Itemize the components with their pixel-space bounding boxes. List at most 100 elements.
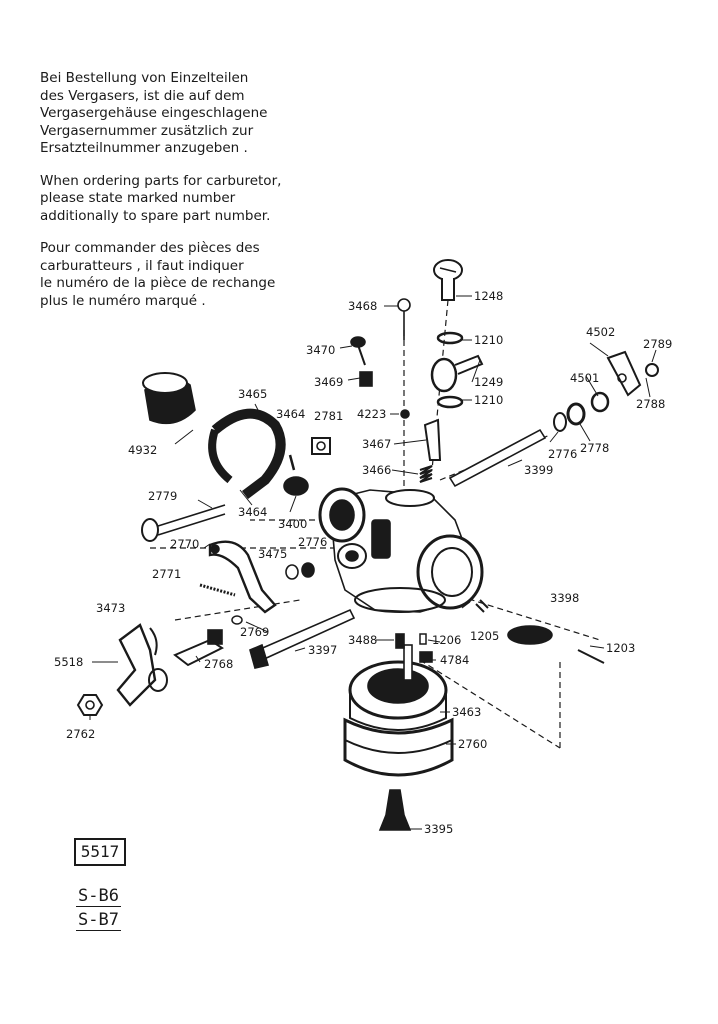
- part-labels: 1248 3468 1210 3470 4502 2789 1249 3469 …: [54, 289, 672, 836]
- label-3395: 3395: [424, 822, 453, 836]
- note-line: le numéro de la pièce de rechange: [40, 275, 276, 291]
- nut-2789: [645, 363, 659, 377]
- label-2776: 2776: [298, 535, 327, 549]
- label-3470: 3470: [306, 343, 335, 357]
- lever-4502: [606, 350, 642, 397]
- label-2781: 2781: [314, 409, 343, 423]
- label-3466: 3466: [362, 463, 391, 477]
- shaft-3397: [249, 608, 356, 669]
- washer-2776: [553, 412, 567, 432]
- label-3475: 3475: [258, 547, 287, 561]
- note-line: Vergasernummer zusätzlich zur: [40, 122, 254, 139]
- label-2789: 2789: [643, 337, 672, 351]
- label-1206: 1206: [432, 633, 461, 647]
- label-1205: 1205: [470, 629, 499, 643]
- reference-s-b7: S-B7: [76, 910, 121, 931]
- label-1210: 1210: [474, 333, 503, 347]
- carburetor-body: [318, 487, 484, 613]
- label-3468: 3468: [348, 299, 377, 313]
- label-2788: 2788: [636, 397, 665, 411]
- label-3399: 3399: [524, 463, 553, 477]
- jet-1206: [419, 633, 427, 645]
- note-line: please state marked number: [40, 190, 236, 206]
- label-3465: 3465: [238, 387, 267, 401]
- screw-3470: [350, 336, 366, 366]
- cap-1248: [433, 259, 463, 301]
- spring-2771: [199, 583, 236, 597]
- spring-4501: [590, 391, 610, 413]
- label-3463: 3463: [452, 705, 481, 719]
- note-line: carburatteurs , il faut indiquer: [40, 257, 244, 274]
- label-3398: 3398: [550, 591, 579, 605]
- label-4502: 4502: [586, 325, 615, 339]
- spring-3466: [419, 465, 433, 483]
- washer-1210-bottom: [436, 395, 464, 409]
- note-line: des Vergasers, ist die auf dem: [40, 87, 245, 104]
- filter-ring-4932: [142, 372, 196, 425]
- leader-lines: [89, 295, 657, 830]
- label-1203: 1203: [606, 641, 635, 655]
- label-4501: 4501: [570, 371, 599, 385]
- gasket-3400: [283, 476, 309, 496]
- note-line: additionally to spare part number.: [40, 207, 271, 224]
- label-2760: 2760: [458, 737, 487, 751]
- label-3473: 3473: [96, 601, 125, 615]
- note-line: Ersatzteilnummer anzugeben .: [40, 140, 248, 156]
- clamp-3465: [208, 408, 286, 499]
- gasket-3398: [507, 625, 553, 645]
- note-line: When ordering parts for carburetor,: [40, 172, 282, 189]
- clip-3473: [149, 627, 158, 656]
- label-3464: 3464: [276, 407, 305, 421]
- label-4932: 4932: [128, 443, 157, 457]
- washer-2776-left: [301, 562, 315, 578]
- shaft-3399: [448, 428, 547, 488]
- label-3397: 3397: [308, 643, 337, 657]
- label-5518: 5518: [54, 655, 83, 669]
- label-2769: 2769: [240, 625, 269, 639]
- drawing-number-box: 5517: [74, 838, 126, 866]
- label-3464: 3464: [238, 505, 267, 519]
- label-1248: 1248: [474, 289, 503, 303]
- note-german: Bei Bestellung von Einzelteilen des Verg…: [40, 70, 315, 158]
- washer-1210-top: [436, 331, 464, 345]
- label-3488: 3488: [348, 633, 377, 647]
- screw-2769: [231, 615, 243, 625]
- spring-3475: [285, 564, 299, 580]
- label-4784: 4784: [440, 653, 469, 667]
- nut-2762: [76, 694, 104, 716]
- note-french: Pour commander des pièces des carburatte…: [40, 240, 315, 310]
- label-1210: 1210: [474, 393, 503, 407]
- label-2778: 2778: [580, 441, 609, 455]
- lever-5518: [116, 623, 168, 707]
- label-3467: 3467: [362, 437, 391, 451]
- reference-s-b6: S-B6: [76, 886, 121, 907]
- screw-2779: [141, 504, 226, 542]
- ball-4223: [400, 409, 410, 419]
- jet-3488: [395, 633, 405, 649]
- label-2768: 2768: [204, 657, 233, 671]
- label-2762: 2762: [66, 727, 95, 741]
- note-line: plus le numéro marqué .: [40, 292, 206, 309]
- note-line: Vergasergehäuse eingeschlagene: [40, 105, 268, 121]
- label-3400: 3400: [278, 517, 307, 531]
- pin-1203: [577, 649, 605, 664]
- lever-2770: [208, 540, 277, 614]
- needle-3467: [423, 418, 442, 461]
- label-2779: 2779: [148, 489, 177, 503]
- nut-2781: [311, 437, 331, 455]
- plug-1205: [475, 599, 489, 613]
- note-line: Bei Bestellung von Einzelteilen: [40, 70, 249, 86]
- screw-2768: [173, 629, 224, 667]
- label-2771: 2771: [152, 567, 181, 581]
- label-4223: 4223: [357, 407, 386, 421]
- float-bowl: [343, 644, 454, 777]
- nut-3469: [359, 371, 373, 387]
- note-line: Pour commander des pièces des: [40, 240, 260, 256]
- label-2770: 2770: [170, 537, 199, 551]
- drain-screw: [378, 789, 412, 831]
- ordering-notes: Bei Bestellung von Einzelteilen des Verg…: [40, 70, 315, 325]
- note-english: When ordering parts for carburetor, plea…: [40, 173, 315, 226]
- label-1249: 1249: [474, 375, 503, 389]
- label-3469: 3469: [314, 375, 343, 389]
